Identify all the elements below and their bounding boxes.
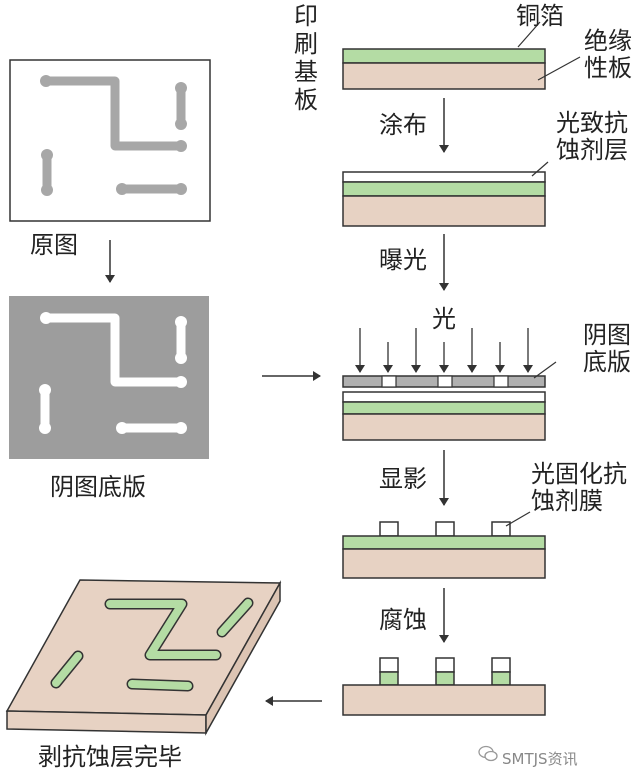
label-coating: 涂布 <box>379 111 427 139</box>
cured-resist <box>379 657 399 673</box>
mask-window <box>493 375 509 388</box>
trace <box>218 599 252 636</box>
stage-exposure <box>342 328 557 441</box>
board-layer <box>342 62 546 90</box>
label-negative: 阴图底版 <box>50 473 146 501</box>
copper-trace <box>379 671 399 686</box>
wechat-icon <box>478 745 498 762</box>
light-rays <box>355 328 533 373</box>
cured-resist <box>435 657 455 673</box>
label-substrate: 印刷基板 <box>294 2 318 114</box>
copper-trace <box>435 671 455 686</box>
label-etching: 腐蚀 <box>379 606 427 634</box>
board-layer <box>342 548 546 579</box>
watermark: SMTJS资讯 <box>502 750 578 768</box>
cured-resist <box>379 521 399 537</box>
leader-negative-mask <box>533 361 557 379</box>
board-layer <box>342 195 546 227</box>
z-trace <box>106 600 220 659</box>
label-negative-mask: 阴图底版 <box>583 321 631 376</box>
label-photoresist: 光致抗蚀剂层 <box>556 109 628 164</box>
cured-resist <box>491 657 511 673</box>
board-side <box>205 580 281 736</box>
label-original: 原图 <box>30 231 78 259</box>
cured-resist <box>435 521 455 537</box>
label-cured-film: 光固化抗蚀剂膜 <box>531 460 627 515</box>
label-light: 光 <box>432 305 456 333</box>
photoresist-layer <box>342 391 546 403</box>
board-layer <box>342 684 546 716</box>
copper-layer <box>342 401 546 415</box>
label-exposure: 曝光 <box>379 246 427 274</box>
trace <box>52 652 82 687</box>
board-front <box>6 710 207 734</box>
stage-etched <box>342 657 546 716</box>
finished-board <box>5 579 282 736</box>
label-finished: 剥抗蚀层完毕 <box>38 743 182 771</box>
mask-window <box>437 375 453 388</box>
copper-trace <box>491 671 511 686</box>
original-artwork <box>9 59 211 222</box>
leader-photoresist <box>531 161 549 177</box>
trace <box>128 680 192 690</box>
board-layer <box>342 413 546 441</box>
mask-window <box>381 375 397 388</box>
label-copper-foil: 铜箔 <box>516 2 564 30</box>
leader-insulating-board <box>537 56 581 81</box>
leader-cured-film <box>505 511 531 527</box>
label-insulating-board: 绝缘性板 <box>584 27 632 82</box>
copper-layer <box>342 181 546 197</box>
negative-film <box>9 296 209 459</box>
negative-traces <box>40 313 186 433</box>
copper-layer <box>342 48 546 64</box>
cured-resist <box>491 521 511 537</box>
stage-coated <box>342 161 549 227</box>
original-pads <box>40 75 187 196</box>
finished-traces <box>50 597 254 692</box>
label-developing: 显影 <box>379 465 427 493</box>
copper-layer <box>342 535 546 550</box>
stage-developed <box>342 511 546 579</box>
stage-substrate <box>342 21 581 90</box>
negative-pads <box>39 312 187 434</box>
leader-copper-foil <box>517 21 541 48</box>
photoresist-layer <box>342 171 546 183</box>
